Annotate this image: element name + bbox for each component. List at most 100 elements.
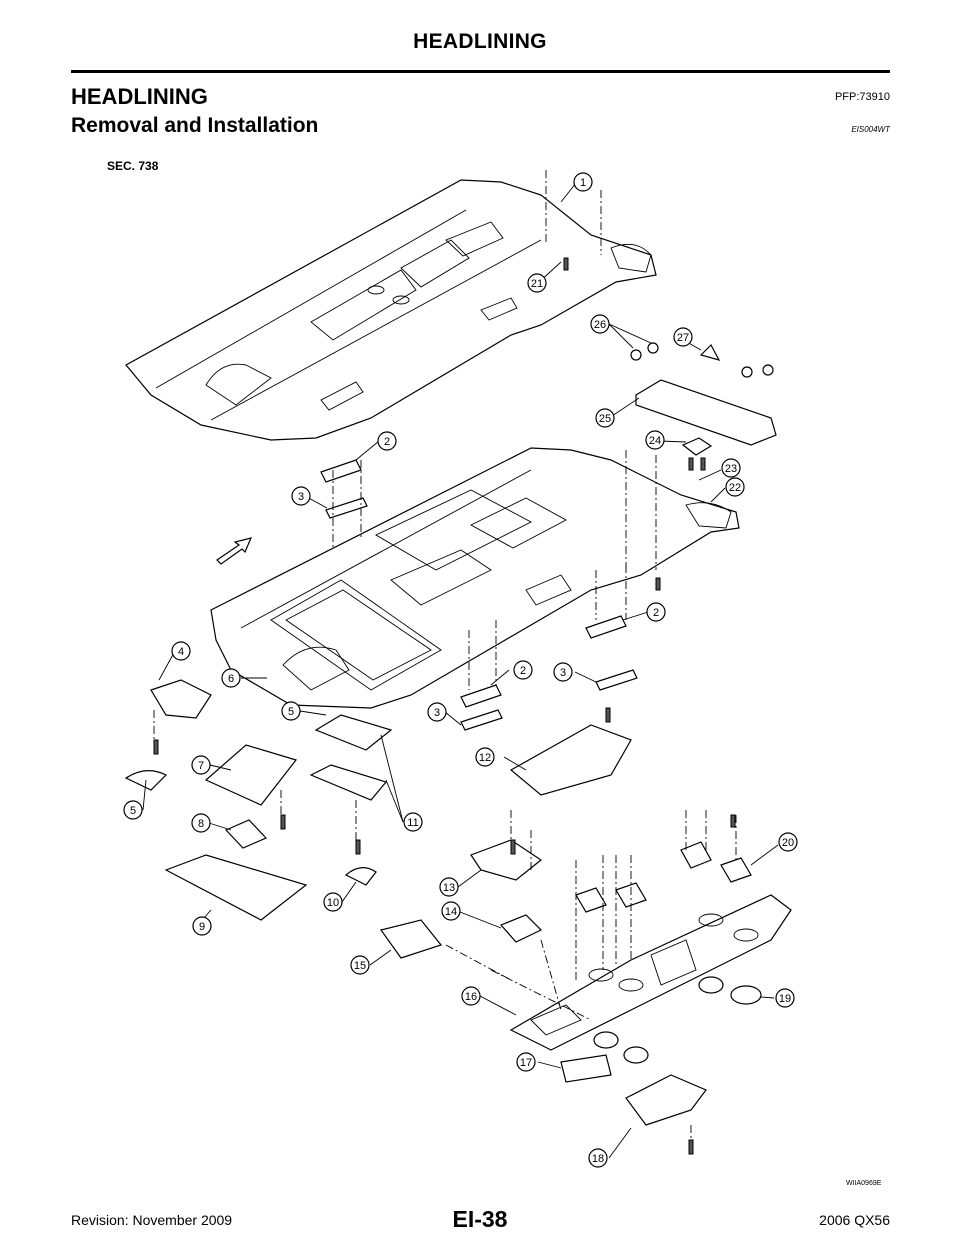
lamp-unit-15 — [379, 919, 443, 959]
callout-label: 5 — [130, 805, 136, 817]
callout-label: 4 — [178, 646, 184, 658]
vent-housing — [575, 887, 607, 913]
assist-grip-bracket — [460, 684, 502, 708]
callout: 5 — [281, 701, 301, 721]
callout-label: 19 — [779, 993, 791, 1005]
switch-unit-14 — [499, 914, 543, 943]
callout-label: 18 — [592, 1153, 604, 1165]
callout-label: 9 — [199, 921, 205, 933]
switch-part-17 — [560, 1054, 612, 1083]
callout: 12 — [475, 747, 495, 767]
assist-grip-bracket — [585, 615, 627, 639]
callout-label: 17 — [520, 1057, 532, 1069]
vent-housing — [720, 857, 752, 883]
callout-label: 2 — [384, 436, 390, 448]
bracket-part-8 — [224, 819, 268, 849]
clip-icon — [647, 342, 659, 354]
callout: 27 — [673, 327, 693, 347]
callout-label: 24 — [649, 435, 661, 447]
console-unit-13 — [470, 839, 543, 881]
clip-icon — [630, 349, 642, 361]
callout-label: 21 — [531, 278, 543, 290]
lamp-lens-part — [314, 714, 393, 751]
callout-label: 3 — [298, 491, 304, 503]
callout-label: 12 — [479, 752, 491, 764]
callout: 15 — [350, 955, 370, 975]
clip-icon — [762, 364, 774, 376]
sunvisor-part — [150, 679, 212, 719]
rear-bracket-part — [635, 379, 777, 446]
callout: 9 — [192, 916, 212, 936]
callout-label: 10 — [327, 897, 339, 909]
callout-label: 6 — [228, 673, 234, 685]
callout-label: 7 — [198, 760, 204, 772]
callout-label: 3 — [560, 667, 566, 679]
screw-icons — [153, 257, 736, 1155]
clip-part-24 — [681, 437, 713, 456]
callout: 20 — [778, 832, 798, 852]
callout-label: 22 — [729, 482, 741, 494]
sec-label: SEC. 738 — [107, 159, 159, 173]
callout-label: 2 — [653, 607, 659, 619]
callout: 24 — [645, 430, 665, 450]
vent-part — [623, 1046, 649, 1064]
callout-label: 8 — [198, 818, 204, 830]
lamp-part-18 — [625, 1074, 707, 1126]
section-subtitle: Removal and Installation — [71, 114, 319, 137]
pfp-code: PFP:73910 — [834, 91, 890, 103]
headlining-upper-panel — [125, 179, 657, 441]
callout: 3 — [427, 702, 447, 722]
assist-grip — [460, 709, 503, 731]
lamp-cover-part — [309, 764, 388, 801]
callout-label: 27 — [677, 332, 689, 344]
eis-code: EIS004WT — [851, 125, 890, 134]
page-number: EI-38 — [452, 1206, 508, 1232]
callout-label: 26 — [594, 319, 606, 331]
callout-label: 25 — [599, 413, 611, 425]
callout: 16 — [461, 986, 481, 1006]
section-title: HEADLINING — [71, 84, 208, 109]
callout: 2 — [377, 431, 397, 451]
callout: 22 — [725, 477, 745, 497]
callout-label: 2 — [520, 665, 526, 677]
callout: 18 — [588, 1148, 608, 1168]
callout: 3 — [553, 662, 573, 682]
callout-label: 11 — [407, 817, 418, 829]
callout-label: 13 — [443, 882, 455, 894]
callout: 25 — [595, 408, 615, 428]
callout-label: 15 — [354, 960, 366, 972]
callout-label: 3 — [434, 707, 440, 719]
callout: 26 — [590, 314, 610, 334]
running-head: HEADLINING — [413, 30, 547, 53]
cover-part-10 — [344, 867, 377, 886]
callout: 3 — [291, 486, 311, 506]
assist-grip — [325, 497, 368, 519]
assist-grip — [595, 669, 638, 691]
callout-label: 20 — [782, 837, 794, 849]
callout-label: 23 — [725, 463, 737, 475]
callout: 13 — [439, 877, 459, 897]
callout: 5 — [123, 800, 143, 820]
front-arrow-icon — [216, 537, 253, 565]
callout-label: 16 — [465, 991, 477, 1003]
alignment-lines — [153, 170, 737, 1140]
callout: 4 — [171, 641, 191, 661]
callout-label: 14 — [445, 906, 457, 918]
clip-icon — [741, 366, 753, 378]
callout: 2 — [646, 602, 666, 622]
callout-label: 5 — [288, 706, 294, 718]
exploded-parts-diagram: SEC. 738 — [71, 150, 890, 1192]
callout: 2 — [513, 660, 533, 680]
clip-icon — [699, 344, 721, 361]
callout: 21 — [527, 273, 547, 293]
overhead-console-part — [509, 724, 632, 796]
assist-grip-bracket — [320, 459, 362, 483]
headlining-lower-panel — [210, 447, 740, 709]
callout: 6 — [221, 668, 241, 688]
vent-part — [698, 976, 724, 994]
callout-label: 1 — [580, 177, 586, 189]
vent-housing-20 — [680, 841, 712, 869]
callout: 19 — [775, 988, 795, 1008]
callout: 7 — [191, 755, 211, 775]
callout: 17 — [516, 1052, 536, 1072]
